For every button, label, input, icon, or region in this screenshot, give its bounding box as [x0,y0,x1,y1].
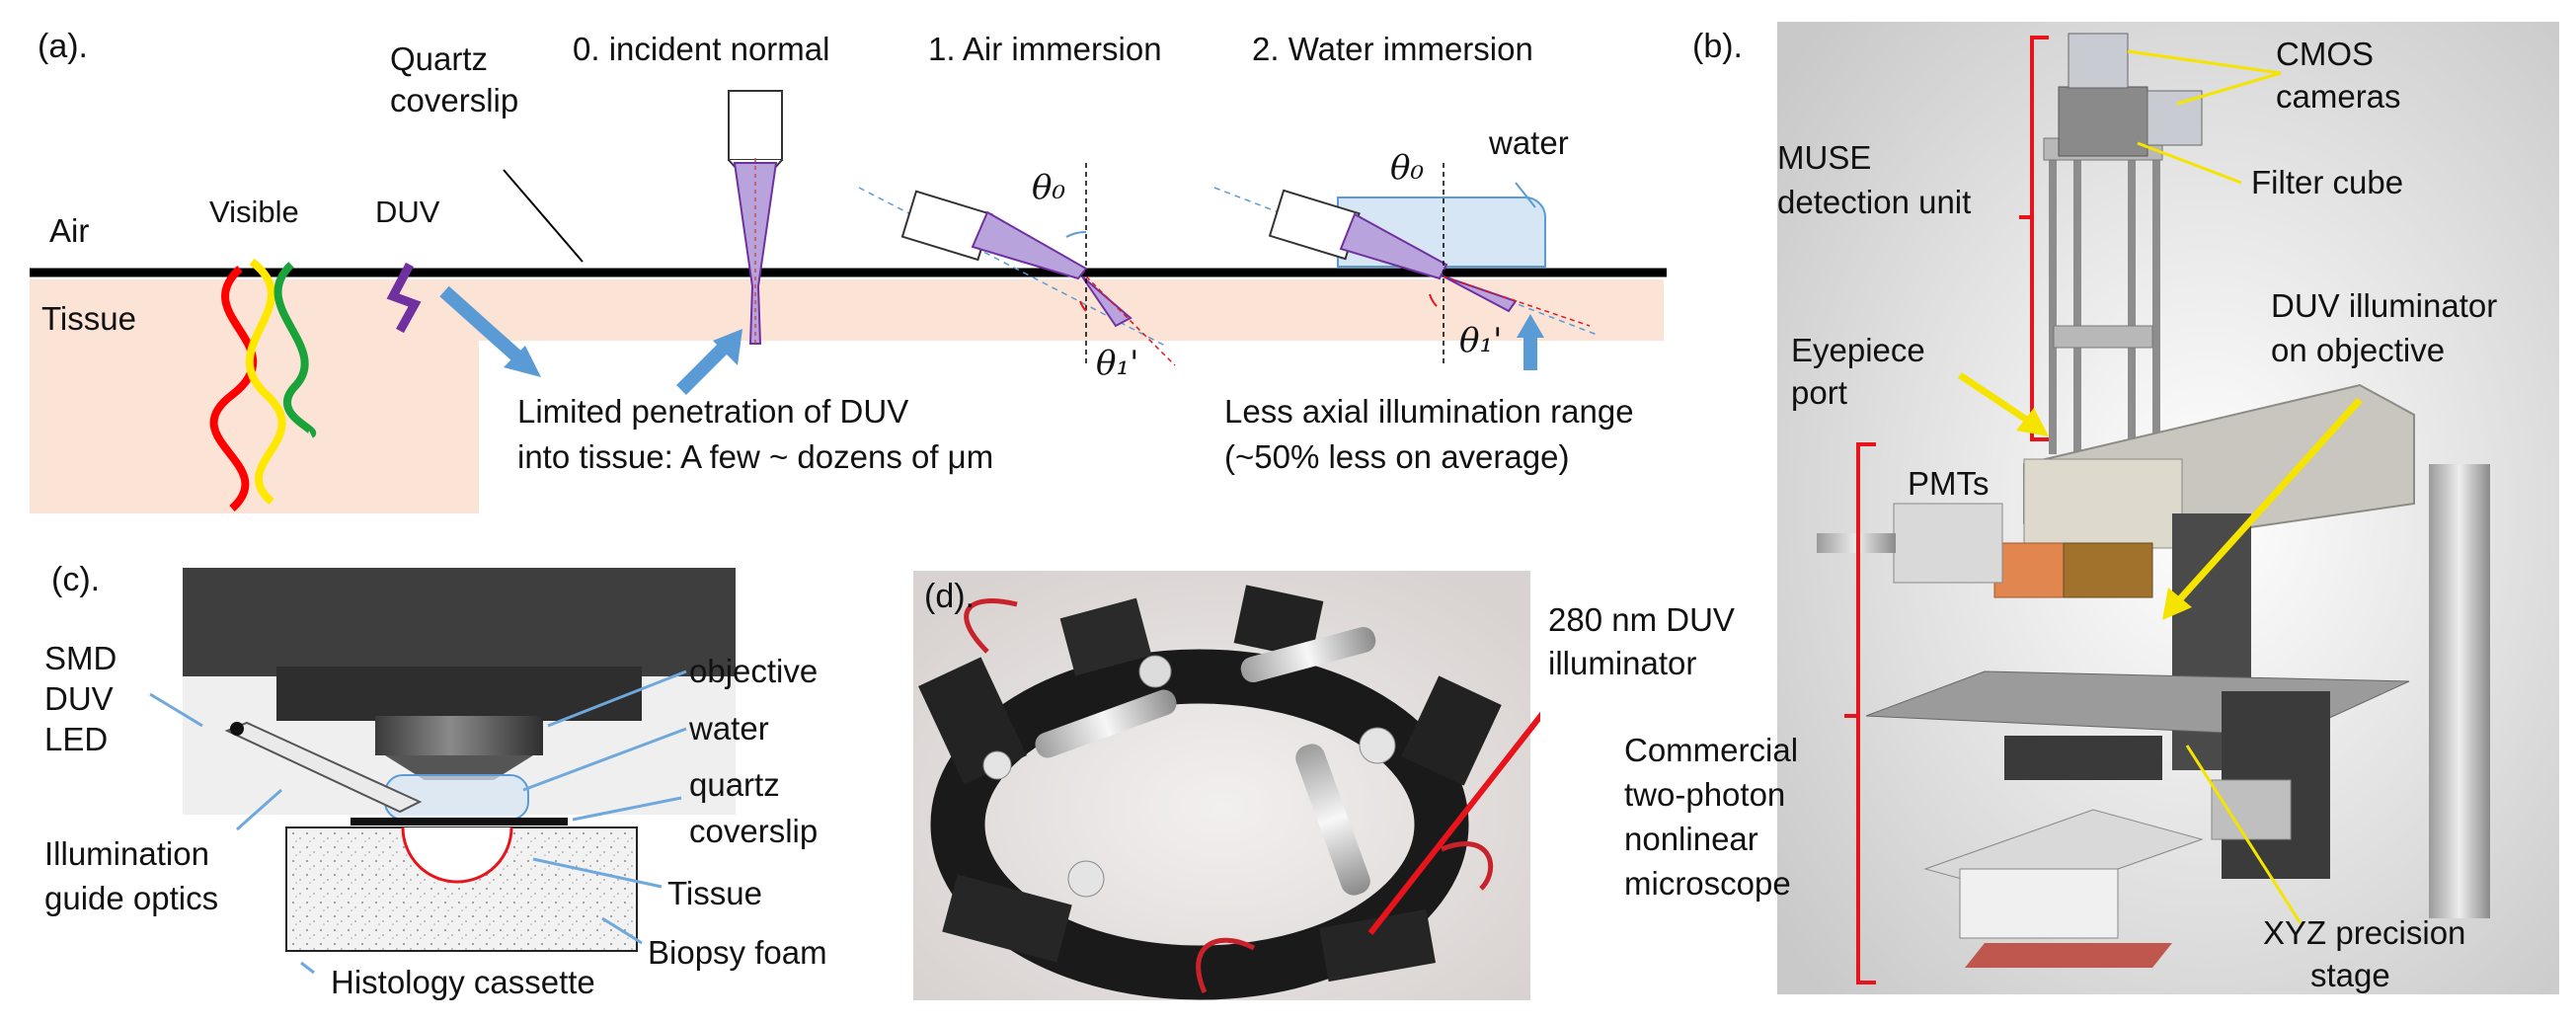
penetration-text-1: Limited penetration of DUV [517,393,909,430]
yellow-wave [245,258,286,506]
cmos-label-1: CMOS [2276,36,2374,72]
muse-bracket [2019,36,2049,441]
quartz-label-1: Quartz [390,40,489,77]
illum-guide-label-1: Illumination [44,835,209,872]
quartz-label-c2: coverslip [689,813,819,849]
panel-c-label: (c). [51,561,101,598]
objective-normal [728,90,783,161]
beam-water [1339,212,1448,280]
step2-title: 2. Water immersion [1252,31,1533,67]
commercial-label-4: microscope [1624,865,1791,902]
panel-d-drawing [913,571,1540,1000]
coverslip [351,818,568,826]
foam-label: Biopsy foam [648,934,827,971]
eyepiece-label-2: port [1791,374,1847,411]
water-label: water [1489,124,1569,161]
duv-label: DUV [375,195,440,229]
quartz-label-2: coverslip [390,82,519,118]
tissue-label-c: Tissue [667,875,762,911]
duv-wave [386,262,422,334]
duv-illuminator-label-1: DUV illuminator [2271,287,2498,324]
duv-illuminator-label-2: on objective [2271,332,2446,368]
visible-label: Visible [209,195,299,229]
step1-title: 1. Air immersion [928,31,1162,67]
air-label: Air [49,212,90,249]
penetration-arrow-head [504,346,541,377]
muse-label-1: MUSE [1777,139,1872,176]
panel-a-drawing [30,90,1667,513]
illuminator-leader [1367,711,1540,935]
theta0-air: θ₀ [1032,168,1066,207]
xyz-label-1: XYZ precision [2263,914,2466,951]
theta1-air: θ₁' [1096,344,1139,383]
smd-led [230,722,244,736]
step0-title: 0. incident normal [573,31,830,67]
quartz-label-c1: quartz [689,766,780,803]
water-label-c: water [689,710,769,747]
quartz-leader [503,169,584,263]
commercial-bracket [1844,442,1876,984]
xyz-label-2: stage [2310,957,2390,993]
cmos-label-2: cameras [2276,78,2401,115]
smd-label-2: DUV [44,680,114,717]
cassette-label: Histology cassette [331,964,595,1000]
illuminator-label-2: illuminator [1548,645,1697,681]
pmts [1893,503,2003,584]
filter-cube [2058,86,2148,157]
axial-text-1: Less axial illumination range [1224,393,1634,430]
muse-label-2: detection unit [1777,184,1972,220]
smd-label-3: LED [44,721,109,757]
xyz-stage [1959,868,2119,939]
filter-cube-label: Filter cube [2251,164,2404,200]
penetration-arrow-shaft [439,285,523,363]
commercial-label-3: nonlinear [1624,821,1758,857]
panel-c-drawing [149,568,736,975]
tissue-block [30,279,1664,513]
commercial-label-2: two-photon [1624,776,1786,813]
panel-b-label: (b). [1692,28,1743,65]
objective-label: objective [689,653,819,689]
axial-text-2: (~50% less on average) [1224,438,1570,475]
tissue-label: Tissue [41,300,136,337]
panel-a-label: (a). [38,28,88,65]
normal-arrow-shaft [676,341,731,395]
green-wave [273,262,317,438]
smd-label-1: SMD [44,640,117,676]
axial-arrow-head [1517,314,1544,338]
eyepiece-arrow [1958,372,2036,428]
objective [375,716,543,755]
theta0-water: θ₀ [1390,148,1425,188]
theta1-water: θ₁' [1459,321,1503,360]
red-wave [209,266,258,512]
cmos-camera-top [2068,33,2129,89]
illuminator-label-1: 280 nm DUV [1548,601,1735,638]
duv-illuminator-arrow [2174,397,2363,605]
objective-housing [183,568,736,676]
stage-base [1965,943,2172,968]
commercial-label-1: Commercial [1624,732,1799,768]
tissue-sample [401,826,513,884]
pmts-label: PMTs [1908,465,1990,502]
beam-air [971,210,1088,280]
illum-guide-label-2: guide optics [44,880,219,916]
eyepiece-label-1: Eyepiece [1791,332,1925,368]
support-column [2429,464,2490,918]
penetration-text-2: into tissue: A few ~ dozens of μm [517,438,994,475]
panel-d-label: (d). [924,578,975,615]
normal-arrow-head [713,329,742,365]
